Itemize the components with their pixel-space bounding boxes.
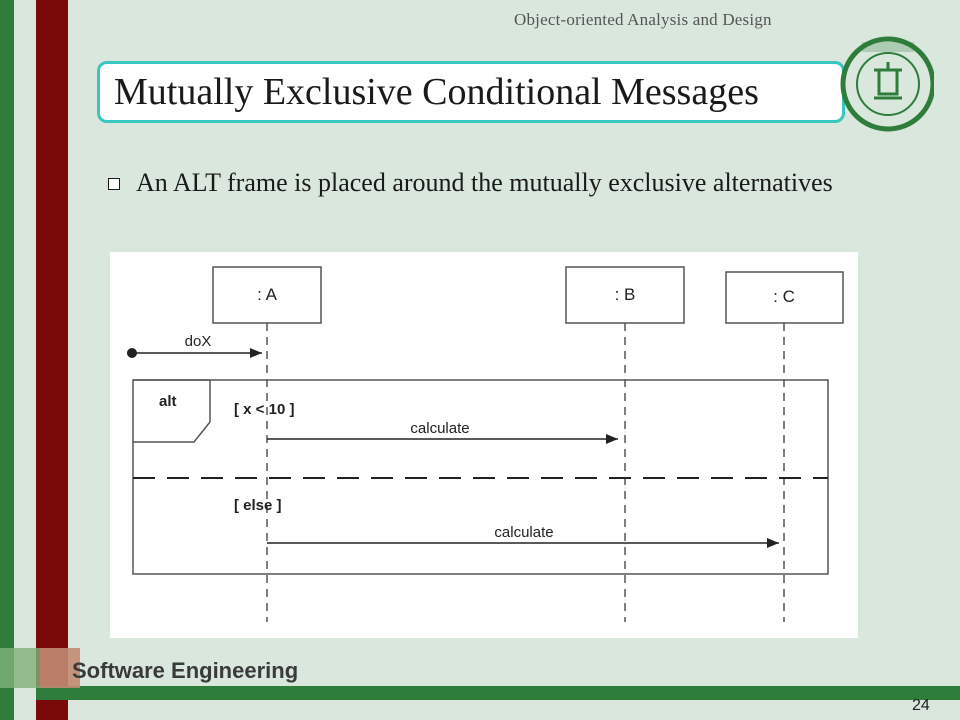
- bullet-text: An ALT frame is placed around the mutual…: [136, 168, 833, 197]
- found-message-label: doX: [185, 333, 212, 350]
- lifeline-a-label: : A: [257, 285, 278, 304]
- lifeline-a: : A: [212, 266, 322, 622]
- message-calculate-b-label: calculate: [410, 420, 469, 437]
- lifeline-c: : C: [725, 271, 844, 622]
- message-calculate-c: calculate: [267, 524, 779, 548]
- course-header: Object-oriented Analysis and Design: [514, 10, 772, 29]
- sequence-diagram: : A : B : C doX alt [ x < 10 ] [ else ]: [110, 252, 858, 638]
- alt-frame: alt [ x < 10 ] [ else ]: [132, 379, 829, 575]
- corner-decor-brown: [40, 648, 80, 688]
- slide-title: Mutually Exclusive Conditional Messages: [114, 71, 759, 113]
- alt-frame-operator: alt: [159, 393, 177, 410]
- university-logo: [838, 28, 936, 136]
- university-seal-icon: [840, 36, 936, 132]
- guard-condition-1: [ x < 10 ]: [234, 401, 294, 418]
- left-green-bar: [0, 0, 14, 720]
- left-red-bar: [36, 0, 68, 720]
- bullet-list-item: An ALT frame is placed around the mutual…: [108, 166, 868, 200]
- found-message-dox: doX: [127, 333, 262, 358]
- lifeline-b-label: : B: [615, 285, 636, 304]
- message-calculate-b: calculate: [267, 420, 618, 444]
- page-number: 24: [912, 697, 930, 714]
- slide-title-box: Mutually Exclusive Conditional Messages: [97, 61, 845, 123]
- footer-course-label: Software Engineering: [72, 658, 299, 683]
- bullet-marker: [108, 178, 120, 190]
- corner-decor-green: [0, 648, 40, 688]
- message-calculate-c-label: calculate: [494, 524, 553, 541]
- bottom-green-bar: [36, 686, 960, 700]
- lifeline-c-label: : C: [773, 287, 795, 306]
- lifeline-b: : B: [565, 266, 685, 622]
- guard-condition-2: [ else ]: [234, 497, 282, 514]
